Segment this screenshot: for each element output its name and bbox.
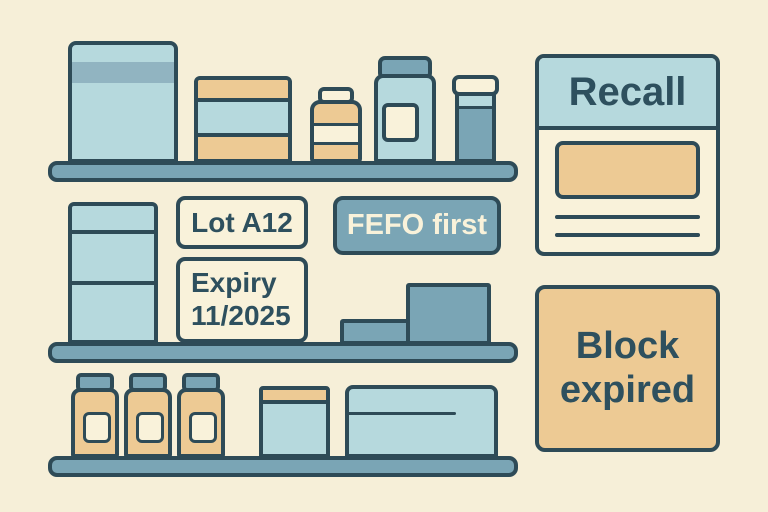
striped-box bbox=[68, 202, 158, 344]
slate-bottle-neck-band bbox=[459, 96, 492, 109]
striped-box-divider-2 bbox=[72, 281, 154, 285]
wide-crate-seam bbox=[349, 412, 456, 415]
tan-vial-3-label bbox=[189, 412, 217, 443]
recall-card-text-line-2 bbox=[555, 233, 700, 237]
lot-label: Lot A12 bbox=[176, 196, 308, 249]
expiry-label-line2: 11/2025 bbox=[191, 300, 291, 331]
fefo-badge-text: FEFO first bbox=[346, 209, 488, 241]
recall-card-header: Recall bbox=[539, 58, 716, 130]
tan-vial-1 bbox=[71, 373, 119, 458]
carton-box-band bbox=[72, 62, 174, 83]
tan-vial-1-label bbox=[83, 412, 111, 443]
fefo-badge: FEFO first bbox=[333, 196, 501, 255]
bottle-label bbox=[382, 103, 419, 142]
bottle-body bbox=[374, 74, 436, 163]
recall-card-title: Recall bbox=[568, 69, 687, 114]
recall-card: Recall bbox=[535, 54, 720, 256]
tan-vial-3 bbox=[177, 373, 225, 458]
tan-vial-2-body bbox=[124, 388, 172, 458]
tan-vial-2-label bbox=[136, 412, 164, 443]
step-box-high bbox=[406, 283, 491, 345]
blue-bottle bbox=[374, 56, 436, 163]
block-expired-line2: expired bbox=[559, 368, 696, 411]
step-box-low bbox=[340, 319, 414, 345]
wide-crate bbox=[345, 385, 498, 458]
shelf-bottom bbox=[48, 456, 518, 477]
expiry-label-line1: Expiry bbox=[191, 267, 277, 299]
vial-label-band bbox=[314, 123, 358, 145]
shelf-top bbox=[48, 161, 518, 182]
small-tan-vial bbox=[310, 87, 362, 163]
tan-lid-jar bbox=[259, 386, 330, 458]
tan-vial-3-body bbox=[177, 388, 225, 458]
recall-card-text-line-1 bbox=[555, 215, 700, 219]
expiry-label: Expiry 11/2025 bbox=[176, 257, 308, 343]
banded-jar bbox=[194, 76, 292, 163]
carton-box bbox=[68, 41, 178, 163]
vial-body bbox=[310, 100, 362, 163]
slate-bottle bbox=[452, 75, 499, 163]
recall-card-body bbox=[539, 130, 716, 252]
striped-box-divider-1 bbox=[72, 230, 154, 234]
recall-card-highlight-box bbox=[555, 141, 700, 199]
tan-vial-1-body bbox=[71, 388, 119, 458]
lot-label-text: Lot A12 bbox=[191, 206, 293, 238]
slate-bottle-body bbox=[455, 92, 496, 163]
block-expired-line1: Block bbox=[575, 324, 680, 367]
jar-band-bottom bbox=[198, 137, 288, 159]
tan-vial-2 bbox=[124, 373, 172, 458]
jar-band-top bbox=[198, 80, 288, 98]
jar-band-middle bbox=[198, 98, 288, 137]
shelf-middle bbox=[48, 342, 518, 363]
block-expired-card: Block expired bbox=[535, 285, 720, 452]
tan-lid-jar-lid bbox=[263, 390, 326, 404]
